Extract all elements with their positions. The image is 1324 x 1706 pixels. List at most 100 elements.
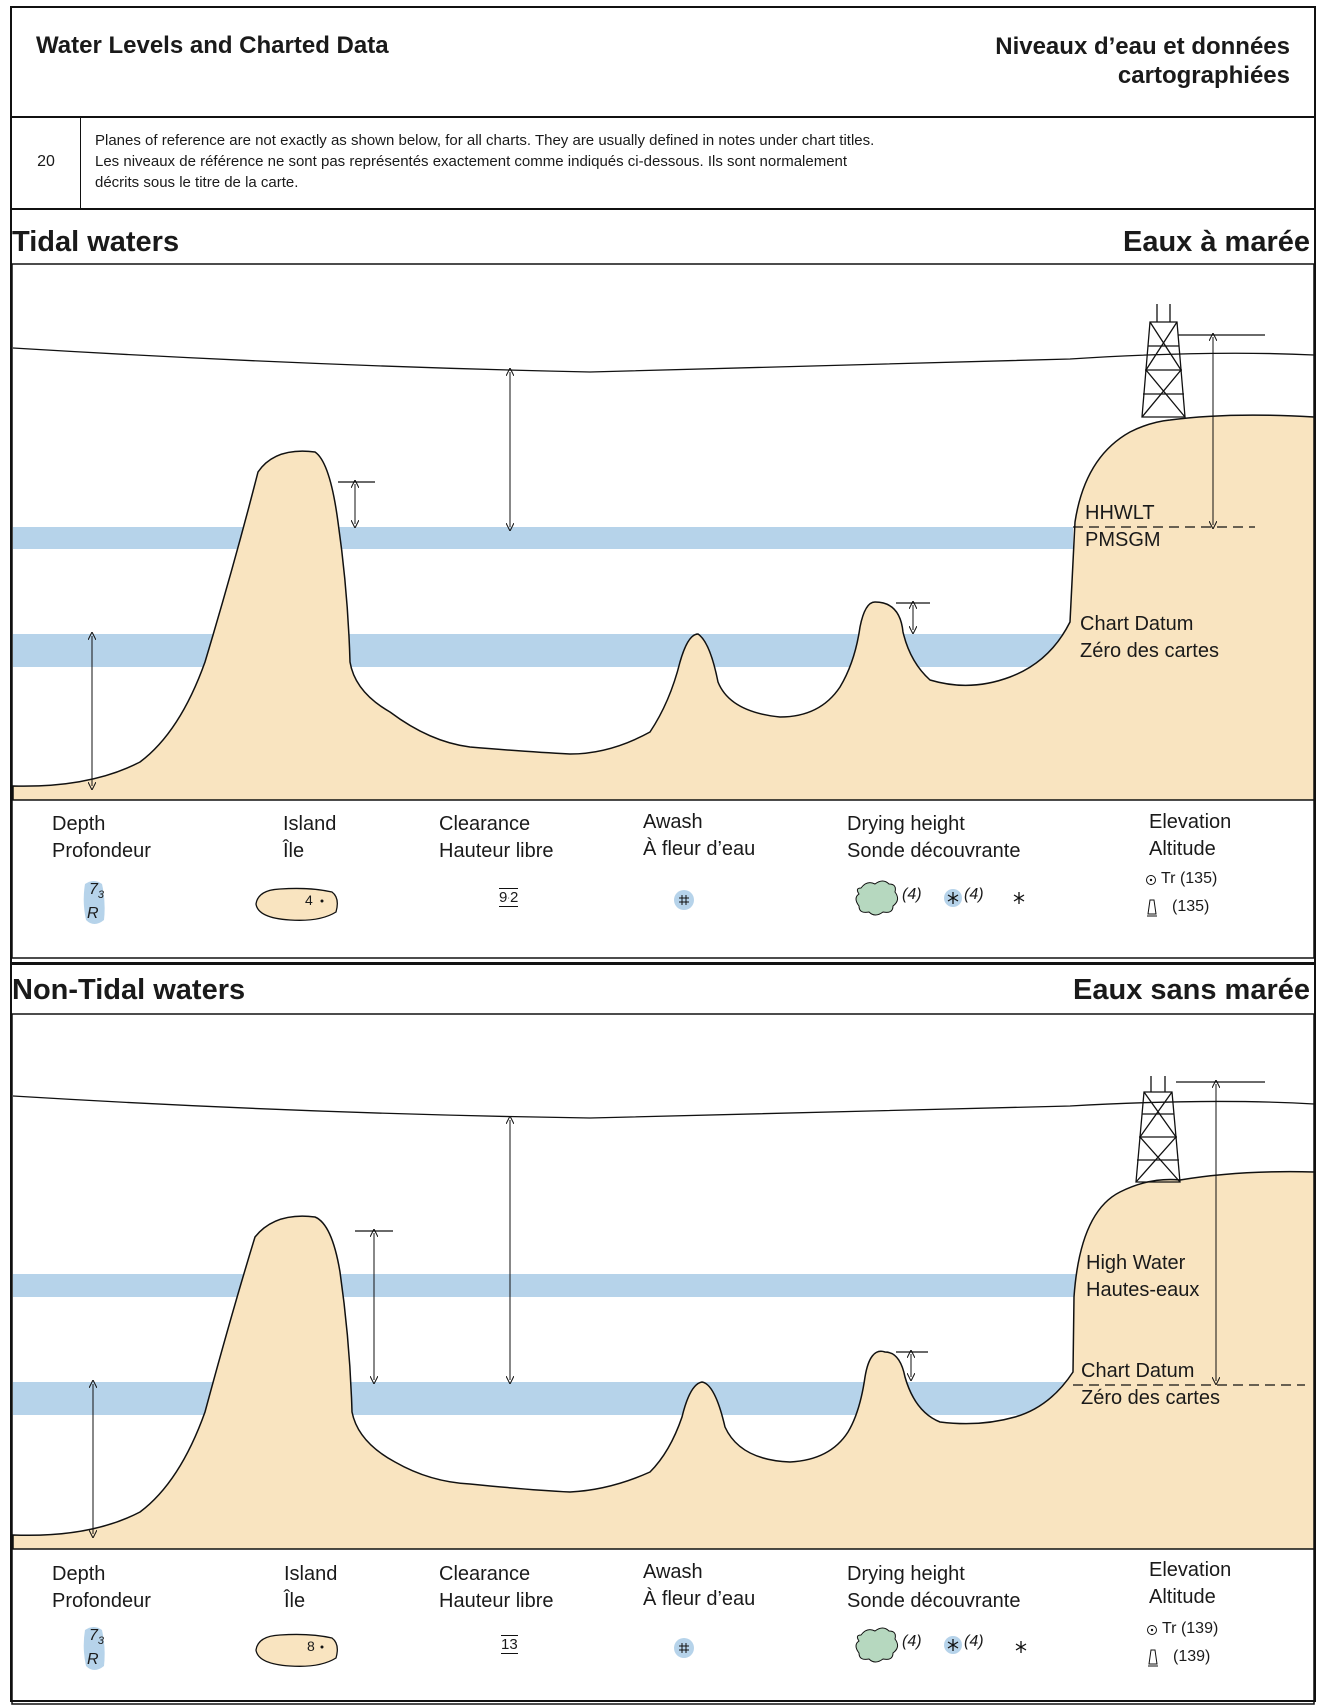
tidal-depth-value: 73 — [89, 881, 105, 902]
nontidal-title-en: Non-Tidal waters — [12, 974, 246, 1006]
tidal-island-symbol — [255, 887, 338, 921]
nontidal-legend-depth-en: Depth — [52, 1563, 106, 1585]
tidal-tower-icon — [1147, 899, 1157, 917]
note-line-3: décrits sous le titre de la carte. — [95, 174, 299, 191]
tidal-legend-clearance-en: Clearance — [439, 813, 531, 835]
tidal-rock-star-icon — [1013, 892, 1025, 904]
tidal-legend-drying-en: Drying height — [847, 813, 965, 835]
section-divider — [10, 962, 1316, 965]
nontidal-depth-value: 73 — [89, 1627, 105, 1648]
tidal-legend-depth-en: Depth — [52, 813, 106, 835]
nontidal-legend-awash-en: Awash — [643, 1561, 703, 1583]
tidal-title-en: Tidal waters — [12, 226, 180, 258]
tidal-legend-elevation-en: Elevation — [1149, 811, 1232, 833]
nontidal-drying-value-2: (4) — [964, 1633, 984, 1650]
nontidal-high-label-2: Hautes-eaux — [1086, 1279, 1200, 1301]
nontidal-tr-icon — [1147, 1625, 1157, 1635]
nontidal-depth-r: R — [87, 1651, 99, 1668]
tidal-drying-rock-symbol — [855, 880, 899, 916]
nontidal-diagram — [11, 1013, 1315, 1705]
nontidal-legend-island: Island Île — [284, 1561, 337, 1615]
nontidal-awash-symbol — [674, 1638, 694, 1658]
nontidal-land — [12, 1170, 1315, 1550]
note-number: 20 — [12, 116, 81, 208]
nontidal-clearance-value: 13 — [501, 1635, 518, 1654]
nontidal-legend-awash: Awash À fleur d’eau — [643, 1559, 755, 1613]
nontidal-tower-icon — [1148, 1649, 1158, 1667]
tidal-tr-icon — [1146, 875, 1156, 885]
tidal-drying-star-symbol — [944, 889, 962, 907]
tidal-legend-awash-en: Awash — [643, 811, 703, 833]
nontidal-drying-rock-symbol — [855, 1627, 899, 1663]
tidal-legend-elevation-fr: Altitude — [1149, 838, 1216, 860]
nontidal-elevation-tower: (139) — [1173, 1648, 1211, 1665]
nontidal-legend-drying: Drying height Sonde découvrante — [847, 1561, 1020, 1615]
tidal-legend-depth-fr: Profondeur — [52, 840, 151, 862]
nontidal-legend-elevation: Elevation Altitude — [1149, 1557, 1231, 1611]
nontidal-transmission-tower — [1135, 1076, 1181, 1183]
tidal-datum-label-1: Chart Datum — [1080, 613, 1194, 635]
tidal-depth-symbol — [83, 881, 105, 924]
tidal-high-label-1: HHWLT — [1085, 502, 1155, 524]
tidal-diagram — [11, 263, 1315, 959]
note-line-2: Les niveaux de référence ne sont pas rep… — [95, 153, 848, 170]
tidal-island-value: 4 — [305, 892, 313, 908]
nontidal-legend-clearance-fr: Hauteur libre — [439, 1590, 554, 1612]
tidal-datum-label-2: Zéro des cartes — [1080, 640, 1219, 662]
tidal-legend-awash: Awash À fleur d’eau — [643, 809, 755, 863]
nontidal-datum-label-1: Chart Datum — [1081, 1360, 1195, 1382]
tidal-legend-awash-fr: À fleur d’eau — [643, 838, 756, 860]
tidal-legend-island: Island Île — [283, 811, 336, 865]
nontidal-clearance-symbol: 13 — [501, 1635, 518, 1654]
nontidal-high-label-1: High Water — [1086, 1252, 1186, 1274]
tidal-legend-clearance: Clearance Hauteur libre — [439, 811, 554, 865]
tidal-legend-drying-fr: Sonde découvrante — [847, 840, 1021, 862]
note-row: 20 Planes of reference are not exactly a… — [12, 116, 1314, 210]
nontidal-rock-star-icon — [1015, 1641, 1027, 1653]
nontidal-legend-clearance-en: Clearance — [439, 1563, 531, 1585]
nontidal-island-symbol — [255, 1633, 338, 1667]
nontidal-drying-star-symbol — [944, 1636, 962, 1654]
tidal-clearance-value: 9 — [499, 889, 508, 906]
nontidal-legend-island-fr: Île — [284, 1590, 306, 1612]
nontidal-legend-clearance: Clearance Hauteur libre — [439, 1561, 554, 1615]
page-frame: Water Levels and Charted Data Niveaux d’… — [10, 6, 1316, 1702]
nontidal-bridge-line — [12, 1095, 1315, 1119]
note-line-1: Planes of reference are not exactly as s… — [95, 132, 875, 149]
nontidal-legend-island-en: Island — [284, 1563, 338, 1585]
nontidal-elevation-tr: Tr (139) — [1162, 1620, 1219, 1637]
nontidal-legend-awash-fr: À fleur d’eau — [643, 1588, 756, 1610]
header-title-en: Water Levels and Charted Data — [36, 32, 389, 59]
note-text: Planes of reference are not exactly as s… — [95, 130, 1095, 193]
page-header: Water Levels and Charted Data Niveaux d’… — [12, 8, 1314, 118]
header-title-fr: Niveaux d’eau et données cartographiées — [995, 32, 1290, 90]
nontidal-legend-elevation-en: Elevation — [1149, 1559, 1232, 1581]
tidal-clearance-sub: 2 — [510, 889, 519, 906]
nontidal-drying-value-1: (4) — [902, 1633, 922, 1650]
tidal-drying-value-1: (4) — [902, 886, 922, 903]
nontidal-title-fr: Eaux sans marée — [1073, 974, 1310, 1006]
tidal-awash-symbol — [674, 890, 694, 910]
nontidal-island-value: 8 — [307, 1638, 315, 1654]
tidal-legend-clearance-fr: Hauteur libre — [439, 840, 554, 862]
tidal-high-label-2: PMSGM — [1085, 529, 1161, 551]
tidal-clearance-symbol: 9·2 — [499, 888, 519, 907]
tidal-transmission-tower — [1141, 304, 1186, 418]
nontidal-datum-label-2: Zéro des cartes — [1081, 1387, 1220, 1409]
nontidal-legend-drying-fr: Sonde découvrante — [847, 1590, 1021, 1612]
tidal-legend-drying: Drying height Sonde découvrante — [847, 811, 1020, 865]
tidal-legend-elevation: Elevation Altitude — [1149, 809, 1231, 863]
nontidal-high-water-band — [13, 1274, 1076, 1297]
tidal-legend-depth: Depth Profondeur — [52, 811, 151, 865]
nontidal-legend-depth: Depth Profondeur — [52, 1561, 151, 1615]
tidal-legend-island-en: Island — [283, 813, 337, 835]
tidal-drying-value-2: (4) — [964, 886, 984, 903]
nontidal-depth-symbol — [83, 1627, 105, 1670]
tidal-bridge-line — [12, 347, 1315, 373]
nontidal-legend-drying-en: Drying height — [847, 1563, 965, 1585]
tidal-legend-island-fr: Île — [283, 840, 305, 862]
tidal-title-fr: Eaux à marée — [1122, 226, 1310, 258]
tidal-land — [12, 414, 1315, 801]
tidal-elevation-tower: (135) — [1172, 898, 1210, 915]
tidal-elevation-tr: Tr (135) — [1161, 870, 1218, 887]
